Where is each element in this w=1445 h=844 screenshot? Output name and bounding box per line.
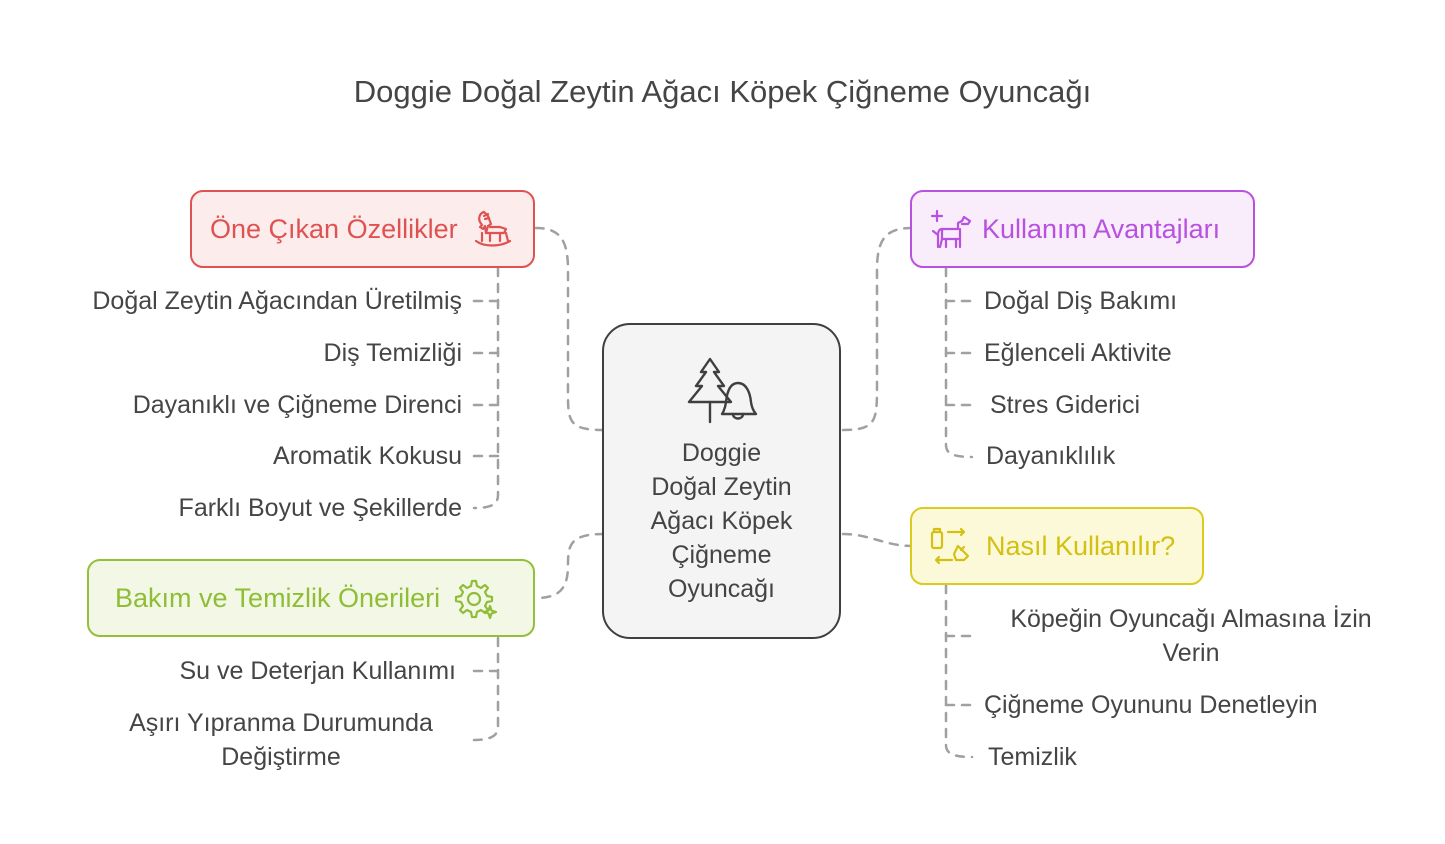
list-item: Dayanıklılık <box>986 442 1116 470</box>
category-care: Bakım ve Temizlik Önerileri <box>87 559 535 637</box>
center-line: Oyuncağı <box>667 575 775 603</box>
list-item: Stres Giderici <box>990 391 1141 419</box>
connector-usage-trunk <box>944 583 974 759</box>
list-item: Doğal Diş Bakımı <box>984 287 1178 315</box>
connector-features-trunk <box>472 266 500 510</box>
tree-and-bell-icon <box>686 356 760 426</box>
list-item: Doğal Zeytin Ağacından Üretilmiş <box>92 287 462 315</box>
connector-center-benefits <box>841 226 914 432</box>
center-line: Ağacı Köpek <box>650 507 793 535</box>
connector-benefits-trunk <box>944 266 974 459</box>
list-item: Köpeğin Oyuncağı Almasına İzin Verin <box>980 602 1402 670</box>
category-benefits-label: Kullanım Avantajları <box>982 213 1221 244</box>
connector-center-usage <box>841 532 914 548</box>
list-item-line: Köpeğin Oyuncağı Almasına İzin <box>1010 605 1372 633</box>
list-item-line: Değiştirme <box>221 743 341 771</box>
category-features-label: Öne Çıkan Özellikler <box>210 213 458 244</box>
center-label: Doggie Doğal Zeytin Ağacı Köpek Çiğneme … <box>602 436 841 606</box>
list-item: Aromatik Kokusu <box>273 442 462 470</box>
list-item: Su ve Deterjan Kullanımı <box>179 657 456 685</box>
list-item: Aşırı Yıpranma Durumunda Değiştirme <box>96 706 466 774</box>
category-usage-label: Nasıl Kullanılır? <box>986 530 1176 561</box>
list-item-line: Aşırı Yıpranma Durumunda <box>129 709 433 737</box>
list-item: Eğlenceli Aktivite <box>984 339 1172 367</box>
exchange-icon <box>928 524 972 568</box>
gear-sparkle-icon <box>454 576 498 620</box>
rocking-horse-icon <box>470 207 514 251</box>
category-care-label: Bakım ve Temizlik Önerileri <box>115 582 441 613</box>
list-item: Çiğneme Oyununu Denetleyin <box>984 691 1318 719</box>
list-item: Temizlik <box>988 743 1077 771</box>
list-item: Dayanıklı ve Çiğneme Direnci <box>132 391 462 419</box>
list-item-line: Verin <box>1162 639 1220 667</box>
center-line: Doğal Zeytin <box>651 473 792 501</box>
center-node <box>602 323 841 639</box>
category-features: Öne Çıkan Özellikler <box>190 190 535 268</box>
connector-care-trunk <box>472 636 500 742</box>
list-item: Diş Temizliği <box>323 339 462 367</box>
connector-center-care <box>534 532 606 600</box>
category-usage: Nasıl Kullanılır? <box>910 507 1204 585</box>
center-line: Çiğneme <box>671 541 772 569</box>
center-line: Doggie <box>681 439 762 467</box>
connector-center-features <box>534 226 606 432</box>
category-benefits: Kullanım Avantajları <box>910 190 1255 268</box>
dog-plus-icon <box>928 207 972 251</box>
list-item: Farklı Boyut ve Şekillerde <box>178 494 462 522</box>
diagram-title: Doggie Doğal Zeytin Ağacı Köpek Çiğneme … <box>353 74 1092 109</box>
